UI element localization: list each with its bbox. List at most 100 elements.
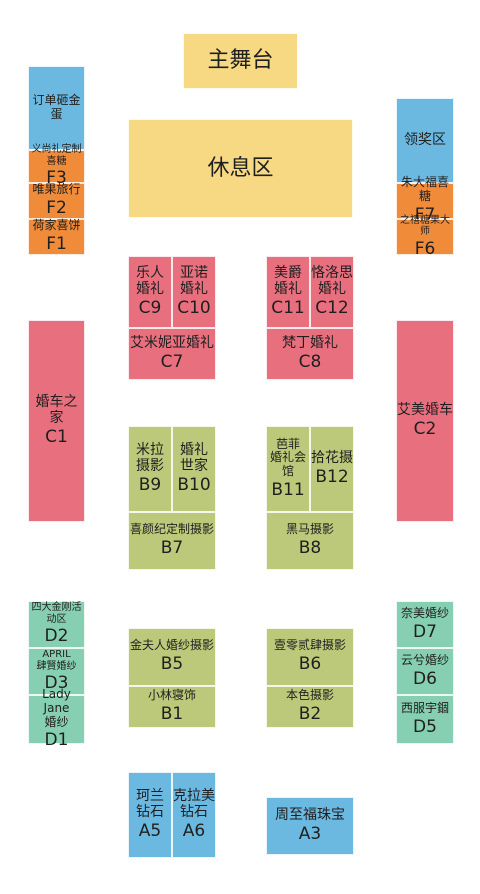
booth-name: 金夫人婚纱摄影 xyxy=(129,638,214,653)
booth-code: B2 xyxy=(298,704,322,725)
booth-name: 荷家喜饼 xyxy=(32,218,81,233)
booth-name: 主舞台 xyxy=(207,48,274,74)
booth-code: B7 xyxy=(160,538,184,559)
booth-code: B1 xyxy=(160,704,184,725)
booth-c8[interactable]: 梵丁婚礼 C8 xyxy=(266,328,354,380)
booth-name: 美爵 婚礼 xyxy=(274,265,302,298)
booth-code: B10 xyxy=(177,475,211,496)
booth-b6[interactable]: 壹零贰肆摄影 B6 xyxy=(266,628,354,686)
booth-b10[interactable]: 婚礼 世家 B10 xyxy=(172,426,216,512)
booth-a3[interactable]: 周至福珠宝 A3 xyxy=(266,797,354,855)
lounge-area[interactable]: 休息区 xyxy=(128,119,353,218)
booth-name: 订单砸金蛋 xyxy=(32,93,81,121)
booth-name: Lady Jane 婚纱 xyxy=(42,687,71,729)
booth-name: 之禧糖果大师 xyxy=(400,214,450,238)
booth-b1[interactable]: 小林寝饰 B1 xyxy=(128,686,216,728)
booth-d3[interactable]: APRIL 肆賢婚纱 D3 xyxy=(28,648,85,695)
booth-name: 芭菲 婚礼会馆 xyxy=(269,436,306,479)
booth-b8[interactable]: 黑马摄影 B8 xyxy=(266,512,354,570)
booth-name: 义尚礼定制喜糖 xyxy=(31,144,82,167)
booth-code: F1 xyxy=(46,234,67,255)
booth-b11[interactable]: 芭菲 婚礼会馆 B11 xyxy=(266,426,310,512)
booth-code: F2 xyxy=(46,198,67,219)
booth-b12[interactable]: 拾花摄 B12 xyxy=(310,426,354,512)
booth-name: 婚车之家 xyxy=(35,394,78,427)
booth-name: 休息区 xyxy=(207,155,274,181)
booth-name: 珂兰 钻石 xyxy=(136,788,164,821)
booth-d6[interactable]: 云兮婚纱 D6 xyxy=(396,648,454,695)
booth-name: 克拉美 钻石 xyxy=(173,788,215,821)
booth-code: C9 xyxy=(138,298,162,319)
booth-a6[interactable]: 克拉美 钻石 A6 xyxy=(172,772,216,858)
booth-name: 四大金刚活动区 xyxy=(31,602,82,625)
booth-code: D5 xyxy=(413,716,437,737)
booth-d1[interactable]: Lady Jane 婚纱 D1 xyxy=(28,687,85,750)
order-smash-egg-area[interactable]: 订单砸金蛋 xyxy=(28,66,85,150)
booth-name: 梵丁婚礼 xyxy=(282,335,338,352)
booth-name: 云兮婚纱 xyxy=(400,652,449,667)
booth-name: 乐人 婚礼 xyxy=(136,265,164,298)
booth-c9[interactable]: 乐人 婚礼 C9 xyxy=(128,256,172,328)
booth-code: D6 xyxy=(413,668,437,689)
booth-name: 本色摄影 xyxy=(285,688,334,703)
booth-code: B6 xyxy=(298,654,322,675)
booth-name: 壹零贰肆摄影 xyxy=(273,638,346,653)
booth-name: 艾米妮亚婚礼 xyxy=(130,335,214,352)
booth-c2[interactable]: 艾美婚车 C2 xyxy=(396,320,454,522)
booth-code: F6 xyxy=(414,238,436,259)
main-stage[interactable]: 主舞台 xyxy=(183,33,298,89)
booth-b2[interactable]: 本色摄影 B2 xyxy=(266,686,354,728)
booth-code: D2 xyxy=(44,626,69,647)
booth-code: B5 xyxy=(160,654,184,675)
booth-name: 奈美婚纱 xyxy=(400,605,449,620)
booth-c1[interactable]: 婚车之家 C1 xyxy=(28,320,85,522)
booth-name: 唯果旅行 xyxy=(32,182,81,197)
booth-code: B12 xyxy=(315,467,349,488)
booth-code: C7 xyxy=(160,352,184,373)
booth-name: 西服宇錮 xyxy=(400,700,449,715)
booth-code: A5 xyxy=(138,821,162,842)
booth-d2[interactable]: 四大金刚活动区 D2 xyxy=(28,601,85,648)
booth-f3[interactable]: 义尚礼定制喜糖 F3 xyxy=(28,144,85,188)
booth-d5[interactable]: 西服宇錮 D5 xyxy=(396,695,454,744)
booth-f1[interactable]: 荷家喜饼 F1 xyxy=(28,219,85,255)
booth-c11[interactable]: 美爵 婚礼 C11 xyxy=(266,256,310,328)
booth-code: C2 xyxy=(413,419,437,440)
booth-name: 周至福珠宝 xyxy=(275,807,345,824)
booth-f2[interactable]: 唯果旅行 F2 xyxy=(28,183,85,219)
booth-c12[interactable]: 恪洛思 婚礼 C12 xyxy=(310,256,354,328)
booth-f6[interactable]: 之禧糖果大师 F6 xyxy=(396,215,454,258)
booth-name: 喜颜纪定制摄影 xyxy=(129,522,214,537)
booth-b5[interactable]: 金夫人婚纱摄影 B5 xyxy=(128,628,216,686)
booth-code: A3 xyxy=(298,824,322,845)
booth-code: B11 xyxy=(271,479,305,500)
booth-c10[interactable]: 亚诺 婚礼 C10 xyxy=(172,256,216,328)
booth-b9[interactable]: 米拉 摄影 B9 xyxy=(128,426,172,512)
booth-code: B8 xyxy=(298,538,322,559)
booth-code: D3 xyxy=(44,673,69,694)
booth-a5[interactable]: 珂兰 钻石 A5 xyxy=(128,772,172,858)
booth-b7[interactable]: 喜颜纪定制摄影 B7 xyxy=(128,512,216,570)
booth-code: C12 xyxy=(315,298,349,319)
booth-code: C8 xyxy=(298,352,322,373)
booth-name: 米拉 摄影 xyxy=(136,442,164,475)
booth-name: 亚诺 婚礼 xyxy=(180,265,208,298)
booth-code: C10 xyxy=(177,298,211,319)
booth-code: B9 xyxy=(138,475,162,496)
booth-name: 恪洛思 婚礼 xyxy=(311,265,353,298)
booth-c7[interactable]: 艾米妮亚婚礼 C7 xyxy=(128,328,216,380)
booth-name: 领奖区 xyxy=(404,132,446,149)
booth-name: 黑马摄影 xyxy=(285,522,334,537)
booth-name: 拾花摄 xyxy=(311,450,353,467)
booth-f7[interactable]: 朱大福喜糖 F7 xyxy=(396,176,454,225)
booth-d7[interactable]: 奈美婚纱 D7 xyxy=(396,601,454,648)
booth-code: D7 xyxy=(413,621,437,642)
booth-name: APRIL 肆賢婚纱 xyxy=(36,649,77,672)
booth-code: C1 xyxy=(45,427,68,448)
booth-code: D1 xyxy=(44,730,69,751)
booth-name: 婚礼 世家 xyxy=(180,442,208,475)
award-area[interactable]: 领奖区 xyxy=(396,98,454,183)
booth-name: 朱大福喜糖 xyxy=(400,175,449,204)
booth-name: 艾美婚车 xyxy=(397,402,453,419)
booth-code: C11 xyxy=(271,298,305,319)
